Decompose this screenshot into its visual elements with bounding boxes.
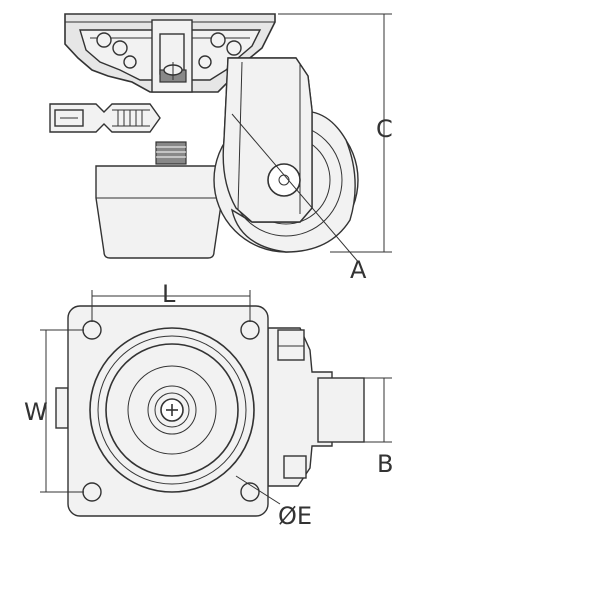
bolt-hole xyxy=(240,320,260,340)
leveling-pad xyxy=(95,165,223,259)
bolt-hole xyxy=(240,482,260,502)
fork-top-view xyxy=(267,327,333,487)
dim-e-leader xyxy=(235,475,281,505)
ball-bearing xyxy=(198,55,212,69)
ball-bearing xyxy=(226,40,242,56)
dim-label-e: ØE xyxy=(278,502,312,530)
fork-bolt-block xyxy=(277,329,305,361)
dim-label-w: W xyxy=(24,398,48,426)
ball-bearing xyxy=(123,55,137,69)
dim-label-b: B xyxy=(377,450,393,478)
ring-5 xyxy=(147,385,197,435)
lever-stub xyxy=(55,387,69,429)
wheel-top-view xyxy=(317,377,365,443)
ring-6 xyxy=(154,392,190,428)
ball-bearing xyxy=(112,40,128,56)
ring-3 xyxy=(105,343,239,477)
ring-2 xyxy=(97,335,247,485)
dim-label-l: L xyxy=(162,280,176,308)
ball-bearing xyxy=(96,32,112,48)
bolt-hole xyxy=(82,482,102,502)
top-view xyxy=(40,290,392,517)
axle-boss xyxy=(267,163,301,197)
threaded-stem xyxy=(155,141,187,165)
fork-lower-block xyxy=(283,455,307,479)
dim-label-a: A xyxy=(350,256,367,284)
wheel-tread xyxy=(230,111,356,253)
bolt-hole xyxy=(82,320,102,340)
ball-bearing xyxy=(210,32,226,48)
ring-4 xyxy=(127,365,217,455)
side-view xyxy=(49,13,392,265)
dim-label-c: C xyxy=(376,115,393,143)
dim-a-leader xyxy=(231,113,361,265)
